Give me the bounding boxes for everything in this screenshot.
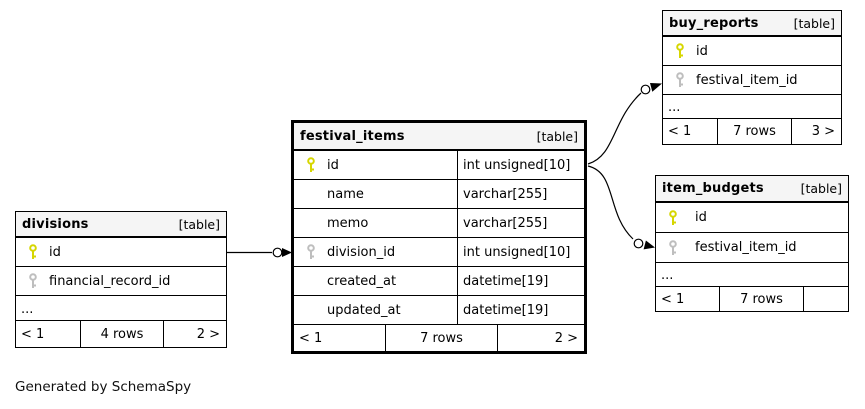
column-row-updated-at: updated_at datetime[19] (294, 296, 584, 325)
row-count: 7 rows (717, 119, 792, 144)
column-name: financial_record_id (49, 273, 171, 289)
edge-festival-items-to-buy-reports (587, 83, 662, 165)
row-count: 7 rows (719, 287, 804, 311)
table-footer: < 1 7 rows (656, 287, 848, 311)
table-festival-items-header: festival_items [table] (294, 123, 584, 151)
column-row-id: id int unsigned[10] (294, 151, 584, 180)
column-name: festival_item_id (695, 240, 797, 255)
column-name: id (696, 43, 708, 59)
outgoing-degree: 2 > (554, 330, 578, 346)
edge-divisions-to-festival-items (227, 247, 292, 258)
column-name: name (327, 186, 364, 202)
column-name: festival_item_id (696, 72, 798, 88)
column-name: division_id (327, 244, 396, 260)
foreign-key-icon (294, 244, 321, 260)
column-name: id (327, 157, 339, 173)
column-row-memo: memo varchar[255] (294, 209, 584, 238)
table-divisions-header: divisions [table] (16, 212, 226, 238)
column-row-id: id (656, 203, 848, 233)
outgoing-degree: 2 > (196, 326, 220, 342)
more-columns-ellipsis: ... (16, 296, 226, 321)
table-footer: < 1 4 rows 2 > (16, 321, 226, 347)
primary-key-icon (16, 244, 43, 260)
column-row-id: id (16, 238, 226, 267)
table-item-budgets-header: item_budgets [table] (656, 176, 848, 203)
table-item-budgets: item_budgets [table] id festival_item_id… (655, 175, 849, 312)
column-type: varchar[255] (463, 215, 548, 231)
incoming-degree: < 1 (661, 291, 685, 307)
table-type-badge: [table] (536, 128, 578, 144)
column-type: int unsigned[10] (463, 157, 571, 173)
foreign-key-icon (656, 239, 683, 256)
primary-key-icon (663, 43, 690, 59)
column-row-created-at: created_at datetime[19] (294, 267, 584, 296)
incoming-degree: < 1 (299, 330, 323, 346)
table-type-badge: [table] (800, 181, 842, 196)
table-type-badge: [table] (178, 216, 220, 232)
table-festival-items: festival_items [table] id int unsigned[1… (291, 120, 587, 354)
table-footer: < 1 7 rows 2 > (294, 325, 584, 351)
table-name[interactable]: festival_items (300, 128, 405, 144)
primary-key-icon (294, 157, 321, 173)
column-row-name: name varchar[255] (294, 180, 584, 209)
foreign-key-icon (16, 273, 43, 289)
more-columns-ellipsis: ... (656, 263, 848, 287)
primary-key-icon (656, 209, 683, 226)
column-row-id: id (663, 37, 841, 66)
column-type: varchar[255] (463, 186, 548, 202)
column-type: int unsigned[10] (463, 244, 571, 260)
column-type: datetime[19] (463, 302, 549, 318)
column-row-financial-record-id: financial_record_id (16, 267, 226, 296)
row-count: 7 rows (385, 325, 498, 351)
column-row-festival-item-id: festival_item_id (663, 66, 841, 95)
column-name: updated_at (327, 302, 401, 318)
column-name: id (49, 244, 61, 260)
column-row-division-id: division_id int unsigned[10] (294, 238, 584, 267)
incoming-degree: < 1 (668, 124, 692, 139)
outgoing-degree (804, 287, 848, 311)
column-name: id (695, 210, 707, 225)
row-count: 4 rows (80, 321, 164, 347)
column-name: memo (327, 215, 369, 231)
generated-by-note: Generated by SchemaSpy (15, 379, 192, 395)
column-name: created_at (327, 273, 397, 289)
foreign-key-icon (663, 72, 690, 88)
table-name[interactable]: item_budgets (662, 181, 764, 196)
column-type: datetime[19] (463, 273, 549, 289)
table-type-badge: [table] (793, 15, 835, 31)
table-divisions: divisions [table] id financial_record_id… (15, 211, 227, 348)
table-name[interactable]: divisions (22, 216, 89, 232)
table-buy-reports: buy_reports [table] id festival_item_id … (662, 10, 842, 145)
table-footer: < 1 7 rows 3 > (663, 119, 841, 144)
incoming-degree: < 1 (21, 326, 45, 342)
outgoing-degree: 3 > (811, 124, 835, 139)
edge-festival-items-to-item-budgets (587, 165, 655, 250)
table-name[interactable]: buy_reports (669, 15, 759, 31)
more-columns-ellipsis: ... (663, 95, 841, 119)
column-row-festival-item-id: festival_item_id (656, 233, 848, 263)
table-buy-reports-header: buy_reports [table] (663, 11, 841, 37)
